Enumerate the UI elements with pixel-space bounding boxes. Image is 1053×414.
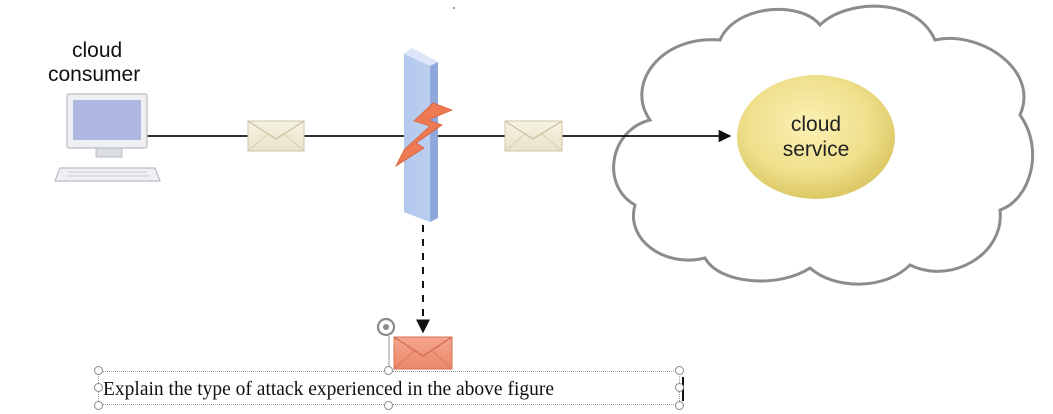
consumer-label-line2: consumer [48,63,141,86]
resize-handle-middle-left[interactable] [94,383,103,392]
service-label-line2: service [782,138,850,161]
computer-icon [54,93,161,182]
resize-handle-top-left[interactable] [94,366,103,375]
resize-handle-bottom-left[interactable] [94,401,103,410]
resize-handle-bottom-right[interactable] [675,401,684,410]
cloud-service-orb [737,75,895,199]
rotate-handle-icon[interactable] [376,317,396,337]
attack-bolt-icon [394,102,454,168]
service-label-line1: cloud [790,113,842,136]
resize-handle-middle-right[interactable] [675,383,684,392]
resize-handle-top-right[interactable] [675,366,684,375]
resize-handle-top-center[interactable] [384,366,393,375]
service-label: cloud service [740,112,892,162]
consumer-label-line1: cloud [72,39,123,62]
caption-text[interactable]: Explain the type of attack experienced i… [103,379,555,400]
resize-handle-bottom-center[interactable] [384,401,393,410]
intercepted-envelope-icon [393,336,453,370]
envelope-icon-2 [504,120,563,152]
envelope-icon-1 [247,120,305,152]
